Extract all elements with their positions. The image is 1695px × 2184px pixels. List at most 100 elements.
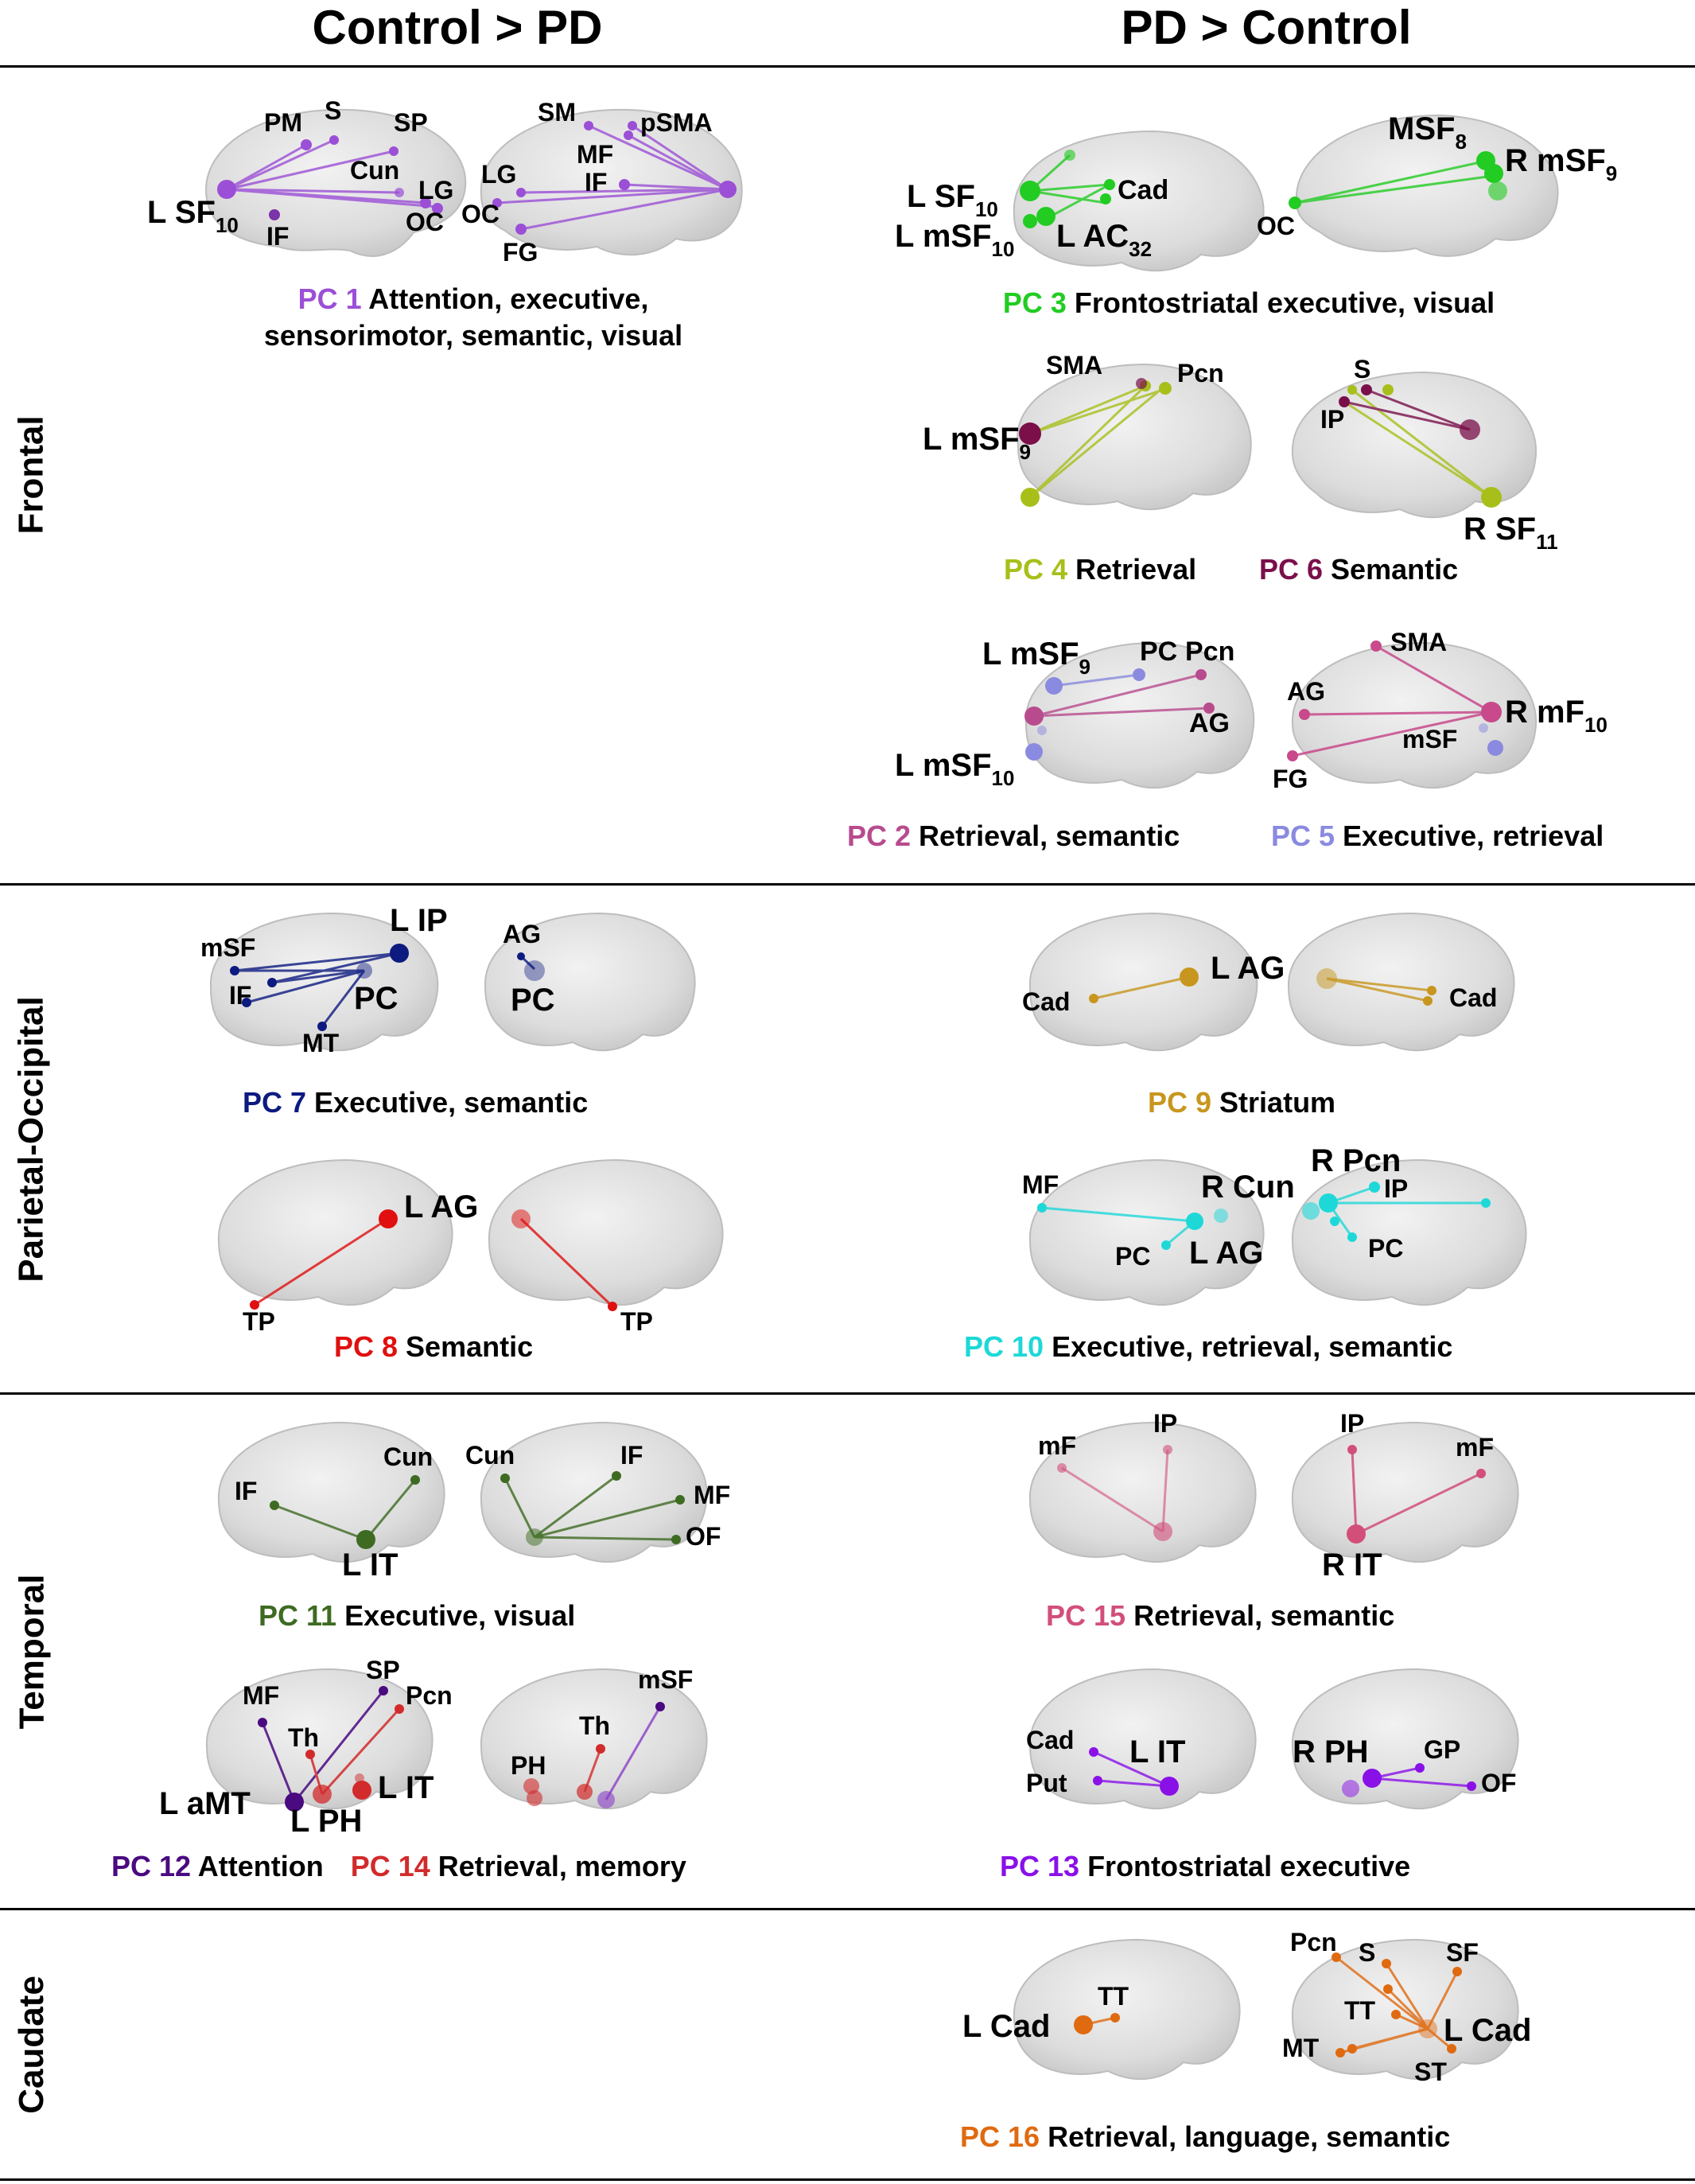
brain-pc6: S IP R SF11 (1291, 355, 1558, 554)
svg-text:AG: AG (1287, 677, 1325, 706)
svg-text:IF: IF (229, 981, 251, 1010)
svg-text:L AG: L AG (404, 1189, 478, 1224)
svg-text:L SF10: L SF10 (147, 195, 239, 237)
row-label-temporal: Temporal (12, 1574, 51, 1729)
svg-text:SP: SP (394, 108, 428, 137)
svg-text:Pcn: Pcn (1185, 637, 1234, 667)
svg-text:FG: FG (503, 238, 538, 267)
svg-text:mSF: mSF (638, 1665, 693, 1694)
svg-text:AG: AG (1189, 708, 1230, 738)
svg-text:L IT: L IT (342, 1547, 398, 1583)
brain-pc10-lateral: MF R Cun PC L AG (1022, 1158, 1295, 1306)
svg-text:L Cad: L Cad (1444, 2013, 1531, 2048)
svg-text:IF: IF (266, 222, 289, 251)
svg-text:R PH: R PH (1293, 1734, 1369, 1769)
rule-top (0, 65, 1695, 68)
brain-pc14-medial: mSF Th PH (480, 1665, 708, 1810)
svg-text:S: S (1354, 355, 1370, 383)
brain-pc7-medial: AG PC (484, 912, 696, 1052)
brain-pc2-labels: L mSF9 L mSF10 (895, 637, 1090, 790)
brain-pc1-medial: SM pSMA MF IF LG OC FG (461, 98, 743, 267)
svg-text:mF: mF (1038, 1431, 1076, 1460)
brain-pc8-medial: TP (488, 1158, 724, 1336)
caption-pc9: PC 9 Striatum (1148, 1086, 1336, 1119)
row-label-caudate: Caudate (12, 1975, 51, 2114)
svg-text:L AC32: L AC32 (1056, 219, 1152, 261)
svg-text:IF: IF (620, 1441, 643, 1470)
caption-pc13: PC 13 Frontostriatal executive (1000, 1850, 1411, 1882)
svg-text:pSMA: pSMA (640, 108, 713, 137)
svg-text:FG: FG (1273, 765, 1308, 793)
svg-text:OF: OF (1481, 1769, 1516, 1797)
svg-text:SMA: SMA (1046, 351, 1102, 380)
svg-text:IF: IF (235, 1477, 257, 1505)
brain-pc16-lateral: L Cad TT (962, 1938, 1241, 2081)
svg-text:TT: TT (1344, 1996, 1376, 2025)
svg-text:R SF11: R SF11 (1464, 512, 1558, 554)
svg-text:MF: MF (1022, 1170, 1059, 1199)
svg-text:mF: mF (1456, 1433, 1494, 1462)
svg-text:GP: GP (1424, 1735, 1460, 1764)
caption-pc3: PC 3 Frontostriatal executive, visual (1002, 286, 1495, 319)
svg-text:PC: PC (354, 981, 398, 1016)
svg-text:SMA: SMA (1390, 628, 1447, 656)
svg-text:TT: TT (1098, 1982, 1129, 2011)
row-label-frontal: Frontal (12, 415, 52, 535)
svg-text:PM: PM (264, 108, 302, 137)
brain-pc3-lateral: MSF8 R mSF9 OC (1257, 111, 1617, 257)
brain-pc4-label: L mSF9 (923, 422, 1031, 464)
caption-pc1: PC 1 Attention, executive, sensorimotor,… (263, 282, 683, 352)
svg-text:R Pcn: R Pcn (1311, 1143, 1401, 1178)
svg-text:Th: Th (288, 1723, 319, 1752)
brain-pc7-lateral: mSF L IP IF PC MT (200, 903, 448, 1057)
brain-pc11-lateral: IF Cun L IT (217, 1421, 445, 1583)
svg-text:IP: IP (1153, 1409, 1177, 1438)
brain-pc15-lateral: mF IP (1028, 1409, 1257, 1563)
svg-text:PC: PC (1140, 637, 1177, 667)
svg-text:PH: PH (511, 1751, 546, 1780)
svg-text:L Cad: L Cad (962, 2009, 1050, 2044)
svg-text:L AG: L AG (1211, 951, 1285, 986)
svg-text:PC: PC (1368, 1234, 1403, 1263)
caption-pc16: PC 16 Retrieval, language, semantic (960, 2120, 1451, 2153)
rule-parietal-temporal (0, 1392, 1695, 1395)
svg-text:Cun: Cun (465, 1441, 515, 1470)
svg-text:AG: AG (503, 920, 541, 948)
brain-pc2: PC Pcn AG (1024, 637, 1255, 789)
svg-text:Pcn: Pcn (1290, 1928, 1337, 1956)
svg-text:MSF8: MSF8 (1388, 111, 1467, 154)
svg-text:L mSF10: L mSF10 (895, 219, 1014, 261)
svg-text:IP: IP (1384, 1174, 1408, 1203)
brain-pc4: SMA Pcn (1017, 351, 1252, 511)
svg-text:L SF10: L SF10 (907, 179, 998, 221)
brain-pc12-lateral: MF SP Pcn Th L aMT L PH L IT (159, 1656, 453, 1839)
svg-text:mSF: mSF (200, 933, 255, 962)
caption-pc11: PC 11 Executive, visual (259, 1599, 576, 1632)
header-control-gt-pd: Control > PD (312, 1, 603, 54)
svg-text:ST: ST (1414, 2057, 1447, 2086)
caption-pc15: PC 15 Retrieval, semantic (1046, 1599, 1395, 1632)
svg-text:IF: IF (585, 168, 607, 197)
caption-pc4: PC 4 Retrieval (1004, 553, 1197, 586)
brain-pc9-lateral: L AG Cad (1022, 912, 1285, 1052)
svg-text:SF: SF (1446, 1938, 1479, 1967)
header-pd-gt-control: PD > Control (1121, 1, 1412, 54)
svg-text:R mSF9: R mSF9 (1505, 143, 1617, 185)
svg-text:MF: MF (243, 1681, 279, 1710)
svg-text:IP: IP (1320, 405, 1344, 434)
brain-pc13-medial: R PH GP OF (1291, 1668, 1519, 1810)
brain-pc10-medial: R Pcn IP PC (1291, 1143, 1527, 1306)
brain-pc1-lateral: PM S SP Cun LG OC IF L SF10 (147, 96, 467, 257)
svg-text:Pcn: Pcn (406, 1681, 453, 1710)
svg-text:S: S (325, 96, 341, 125)
svg-text:Cad: Cad (1022, 987, 1070, 1016)
svg-text:Cun: Cun (350, 156, 399, 185)
brain-pc3-medial (1013, 130, 1265, 272)
svg-text:R IT: R IT (1322, 1547, 1382, 1583)
svg-text:MF: MF (577, 140, 613, 169)
rule-bottom (0, 2178, 1695, 2181)
svg-text:PC: PC (1115, 1242, 1150, 1271)
svg-text:TP: TP (620, 1307, 653, 1336)
svg-text:Cad: Cad (1026, 1726, 1074, 1754)
svg-text:Cad: Cad (1449, 983, 1497, 1012)
